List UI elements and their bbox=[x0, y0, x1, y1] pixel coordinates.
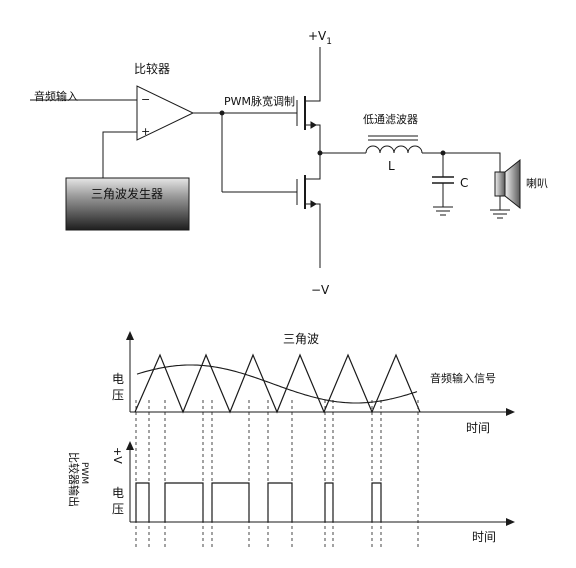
comparator-symbol bbox=[136, 85, 195, 141]
speaker-icon bbox=[494, 158, 521, 210]
filter-to-speaker-wire bbox=[422, 152, 501, 172]
top-time-label: 时间 bbox=[466, 421, 490, 435]
upper-source-wire bbox=[305, 124, 321, 153]
audio-signal-label: 音频输入信号 bbox=[430, 371, 496, 385]
supply-negative-label: −V bbox=[311, 283, 330, 297]
comparator-output-title-text: 比较器输出 bbox=[67, 452, 81, 507]
comparator-plus-wire bbox=[102, 131, 137, 178]
vplus-label: +V bbox=[111, 447, 124, 464]
lower-source-arrow bbox=[310, 200, 317, 208]
pwm-pulse-3 bbox=[211, 482, 250, 522]
pwm-output-title: PWM bbox=[79, 462, 89, 484]
top-voltage-label-1: 电 bbox=[112, 372, 124, 386]
pwm-pulse-4 bbox=[267, 482, 293, 522]
supply-positive-label: +V1 bbox=[308, 29, 332, 47]
inductor-label: L bbox=[388, 159, 395, 173]
lowpass-filter-label: 低通滤波器 bbox=[363, 113, 418, 126]
triangle-generator-box bbox=[65, 177, 190, 231]
pwm-output-title-small: PWM bbox=[79, 462, 89, 484]
waveform-axes bbox=[126, 331, 515, 526]
bottom-voltage-label-2: 压 bbox=[112, 502, 124, 516]
comparator-plus-sign: + bbox=[141, 125, 150, 138]
lower-drain-wire bbox=[305, 153, 321, 180]
capacitor-label: C bbox=[460, 176, 468, 190]
pwm-pulse-6 bbox=[371, 482, 382, 522]
triangle-generator-label: 三角波发生器 bbox=[91, 186, 163, 201]
triangle-wave-line bbox=[134, 353, 421, 414]
comparator-output-title: 比较器输出 bbox=[67, 452, 81, 507]
comparator-minus-sign: − bbox=[141, 93, 150, 106]
bottom-time-label: 时间 bbox=[472, 530, 496, 544]
pwm-pulse-1 bbox=[135, 482, 150, 522]
triangle-wave-title: 三角波 bbox=[283, 332, 319, 346]
waveform-layer bbox=[134, 353, 421, 548]
pwm-label: PWM脉宽调制 bbox=[224, 94, 295, 108]
circuit-schematic bbox=[30, 47, 510, 268]
audio-input-label: 音频输入 bbox=[34, 89, 78, 103]
comparator-label: 比较器 bbox=[134, 61, 170, 76]
upper-source-arrow bbox=[310, 121, 317, 129]
top-voltage-label-2: 压 bbox=[112, 388, 124, 402]
pwm-pulse-5 bbox=[324, 482, 334, 522]
bottom-voltage-label-1: 电 bbox=[112, 486, 124, 500]
audio-signal-curve bbox=[136, 364, 418, 404]
pwm-pulse-2 bbox=[164, 482, 204, 522]
inductor-coil bbox=[365, 145, 423, 154]
upper-drain-wire bbox=[305, 47, 321, 102]
lower-source-wire bbox=[305, 203, 321, 268]
vplus-label-group: +V bbox=[111, 447, 124, 464]
speaker-label: 喇叭 bbox=[526, 176, 548, 190]
